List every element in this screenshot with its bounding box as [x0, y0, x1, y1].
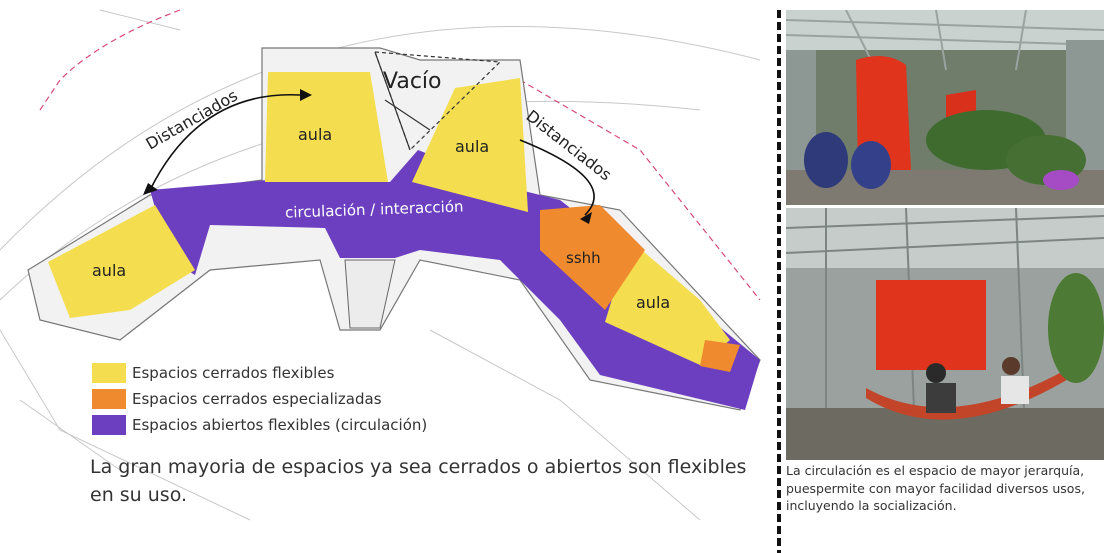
void-label: Vacío	[383, 69, 442, 94]
classroom-zone-3	[412, 78, 528, 212]
service-zone	[700, 340, 740, 372]
legend-item-closed-specialized: Espacios cerrados especializadas	[92, 386, 427, 412]
legend-swatch-yellow	[92, 363, 126, 383]
arrow-head-top	[300, 89, 312, 101]
void-area	[374, 51, 502, 152]
hammock-photo-illustration	[786, 208, 1104, 460]
summary-text: La gran mayoria de espacios ya sea cerra…	[90, 456, 747, 506]
distance-label-left: Distanciados	[143, 86, 241, 154]
restroom-zone	[540, 205, 645, 310]
arrow-head-left	[143, 183, 158, 195]
section-divider	[777, 10, 781, 553]
legend-label-closed-flexible: Espacios cerrados flexibles	[132, 364, 335, 382]
distance-arrows	[149, 94, 595, 216]
circulation-zone	[150, 150, 760, 410]
classroom-zone-2	[265, 72, 388, 182]
classroom-label-2: aula	[298, 125, 332, 144]
hammock-photo-bottom	[786, 208, 1104, 460]
legend-label-open-circulation: Espacios abiertos flexibles (circulación…	[132, 416, 428, 434]
legend-swatch-purple	[92, 415, 126, 435]
restroom-label: sshh	[566, 249, 601, 267]
classroom-zone-1	[48, 205, 195, 318]
corridor-photo-top-illustration	[786, 10, 1104, 205]
corridor-photo-top	[786, 10, 1104, 205]
legend-swatch-orange	[92, 389, 126, 409]
legend-item-open-circulation: Espacios abiertos flexibles (circulación…	[92, 412, 427, 438]
arrow-head-right	[580, 212, 592, 224]
legend-label-closed-specialized: Espacios cerrados especializadas	[132, 390, 382, 408]
photo-caption: La circulación es el espacio de mayor je…	[786, 463, 1085, 513]
classroom-zone-4	[605, 240, 730, 365]
classroom-label-1: aula	[92, 261, 126, 280]
classroom-label-3: aula	[455, 137, 489, 156]
legend: Espacios cerrados flexibles Espacios cer…	[92, 360, 427, 438]
legend-item-closed-flexible: Espacios cerrados flexibles	[92, 360, 427, 386]
stair-block	[344, 259, 396, 329]
floor-plan-diagram: aula aula aula aula Vacío sshh circulaci…	[0, 9, 761, 521]
classroom-label-4: aula	[636, 293, 670, 312]
